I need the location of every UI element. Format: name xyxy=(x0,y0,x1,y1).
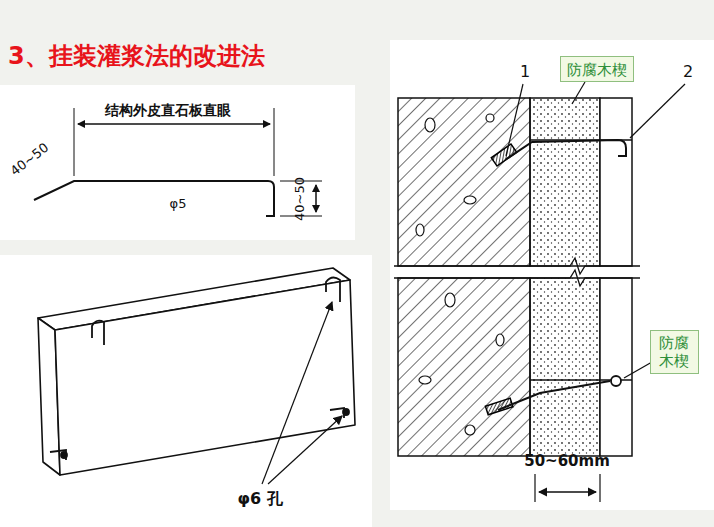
leader-line xyxy=(262,302,342,484)
anchor-bar xyxy=(498,381,610,410)
hole-label: φ6 孔 xyxy=(237,490,282,508)
anchor-bar xyxy=(34,181,274,216)
callout-number: 2 xyxy=(683,63,693,81)
dimension-label: 50~60mm xyxy=(524,453,610,470)
panel xyxy=(0,85,355,240)
callout-number: 1 xyxy=(520,63,530,81)
panel xyxy=(390,40,714,510)
wedge-callout-box: 防腐 木楔 xyxy=(650,330,699,374)
dimension-label: 结构外皮直石板直眼 xyxy=(105,102,231,118)
wedge-callout-box: 防腐木楔 xyxy=(560,56,634,82)
dimension-label: 40~50 xyxy=(293,177,308,221)
callout-text: 防腐木楔 xyxy=(567,61,627,79)
callout-text: 防腐 木楔 xyxy=(657,334,692,370)
break-line xyxy=(394,258,640,286)
anchor-bar xyxy=(505,140,626,160)
wire-loop xyxy=(611,376,621,386)
diameter-label: φ5 xyxy=(170,197,187,212)
concrete-wall xyxy=(398,98,530,456)
stone-slab xyxy=(38,268,355,475)
panel xyxy=(0,255,372,527)
grout-layer xyxy=(530,98,632,456)
dimension-line xyxy=(74,108,322,216)
aggregate xyxy=(416,114,504,435)
title-text: 3、挂装灌浆法的改进法 xyxy=(8,40,265,72)
wire-clip xyxy=(50,277,349,460)
dimension-line xyxy=(535,474,600,502)
